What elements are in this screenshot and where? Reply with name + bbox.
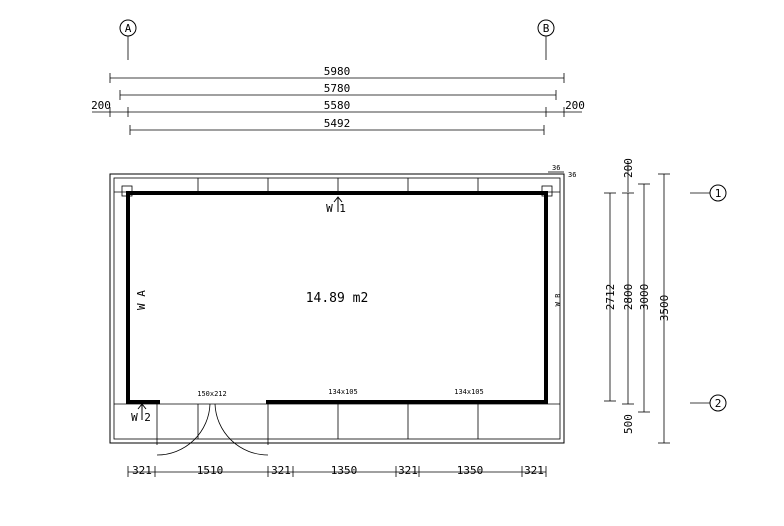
right-dim-3500: 3500 [658, 295, 671, 322]
room-area: 14.89 m2 [306, 291, 369, 306]
svg-text:5492: 5492 [324, 117, 351, 130]
wall-label-wa: W A [135, 290, 148, 310]
svg-text:W A: W A [135, 290, 148, 310]
wall-label-wb: W B [554, 294, 562, 307]
svg-text:2712: 2712 [604, 284, 617, 311]
corner-post-tl [121, 185, 133, 197]
grid-axis-2: 2 [690, 394, 727, 412]
window-label-2: 134x105 [454, 388, 484, 396]
top-dimension-5580: 5580 200 200 [91, 99, 585, 117]
right-dim-2712: 2712 [604, 284, 617, 311]
wall-frame [126, 191, 548, 404]
svg-text:W 1: W 1 [326, 202, 346, 215]
window-label-1: 134x105 [328, 388, 358, 396]
svg-text:1350: 1350 [457, 464, 484, 477]
svg-text:2800: 2800 [622, 284, 635, 311]
svg-text:321: 321 [524, 464, 544, 477]
grid-axis-a: A [119, 19, 137, 60]
svg-text:321: 321 [271, 464, 291, 477]
wall-label-w2: W 2 [131, 403, 151, 424]
wall-label-w1: W 1 [326, 196, 346, 215]
right-dim-200: 200 [622, 158, 635, 178]
dim-36-b: 36 [568, 171, 576, 179]
right-dimension-lines [604, 162, 670, 444]
svg-text:500: 500 [622, 414, 635, 434]
top-dimension-5780: 5780 [119, 82, 557, 100]
svg-text:321: 321 [132, 464, 152, 477]
svg-text:1350: 1350 [331, 464, 358, 477]
svg-text:5780: 5780 [324, 82, 351, 95]
svg-text:3500: 3500 [658, 295, 671, 322]
bottom-dimension-line: 321 1510 321 1350 321 1350 321 [127, 464, 547, 477]
right-dim-500: 500 [622, 414, 635, 434]
grid-axis-b: B [537, 19, 555, 60]
svg-text:A: A [125, 22, 132, 35]
top-dimension-5980: 5980 [109, 65, 565, 83]
svg-text:321: 321 [398, 464, 418, 477]
right-dim-3000: 3000 [638, 284, 651, 311]
svg-text:W 2: W 2 [131, 411, 151, 424]
svg-text:3000: 3000 [638, 284, 651, 311]
svg-text:2: 2 [715, 397, 722, 410]
dim-36-a: 36 [552, 164, 560, 172]
svg-text:1510: 1510 [197, 464, 224, 477]
svg-text:200: 200 [91, 99, 111, 112]
corner-post-tr [541, 185, 553, 197]
grid-axis-1: 1 [690, 184, 727, 202]
right-dim-2800: 2800 [622, 284, 635, 311]
svg-text:200: 200 [565, 99, 585, 112]
svg-text:5580: 5580 [324, 99, 351, 112]
svg-text:5980: 5980 [324, 65, 351, 78]
svg-text:W B: W B [554, 294, 562, 307]
svg-text:200: 200 [622, 158, 635, 178]
door-swing: 150x212 [156, 390, 269, 456]
svg-text:B: B [543, 22, 550, 35]
svg-text:150x212: 150x212 [197, 390, 227, 398]
svg-text:1: 1 [715, 187, 722, 200]
top-dimension-5492: 5492 [129, 117, 545, 135]
